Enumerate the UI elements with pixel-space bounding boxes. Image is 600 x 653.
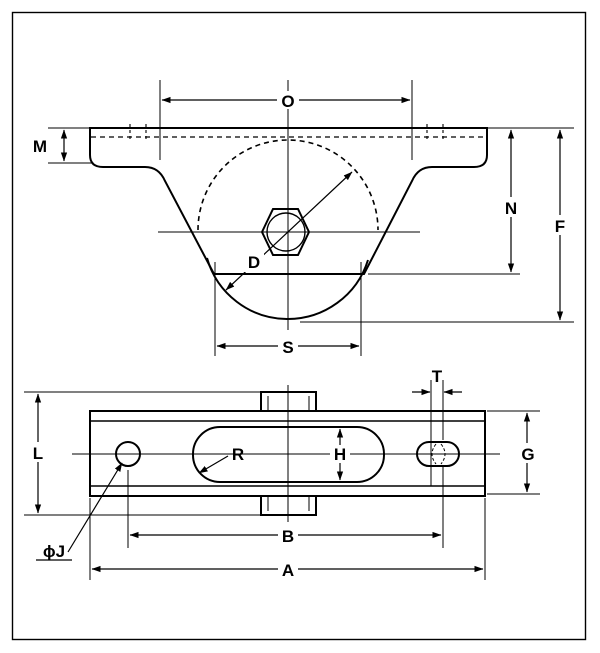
dim-b-label: B — [282, 527, 294, 546]
dim-a-label: A — [282, 561, 294, 580]
dim-o-label: O — [281, 92, 294, 111]
dim-r-label: R — [232, 445, 244, 464]
drawing-frame — [11, 11, 587, 641]
front-extension-lines — [48, 80, 574, 356]
dim-j-label: ϕJ — [43, 542, 65, 561]
dim-g-label: G — [521, 445, 534, 464]
dim-m-label: M — [33, 137, 47, 156]
dim-t-label: T — [432, 367, 443, 386]
wheel-visible-arc — [206, 257, 369, 320]
top-view: L T G H R B A ϕJ — [24, 367, 540, 580]
dim-j-leader — [67, 462, 123, 553]
dim-s-label: S — [282, 338, 293, 357]
bracket-outline — [89, 127, 488, 275]
flange-hole-marks — [129, 124, 444, 140]
dim-f-label: F — [555, 217, 565, 236]
front-view: O M N F D S — [33, 80, 574, 357]
dim-n-label: N — [505, 199, 517, 218]
dim-r-leader — [198, 455, 229, 474]
top-extension-lines — [24, 380, 540, 580]
dim-l-label: L — [33, 444, 43, 463]
dim-h-label: H — [334, 445, 346, 464]
dim-d-line — [225, 171, 353, 291]
dim-d-label: D — [248, 253, 260, 272]
